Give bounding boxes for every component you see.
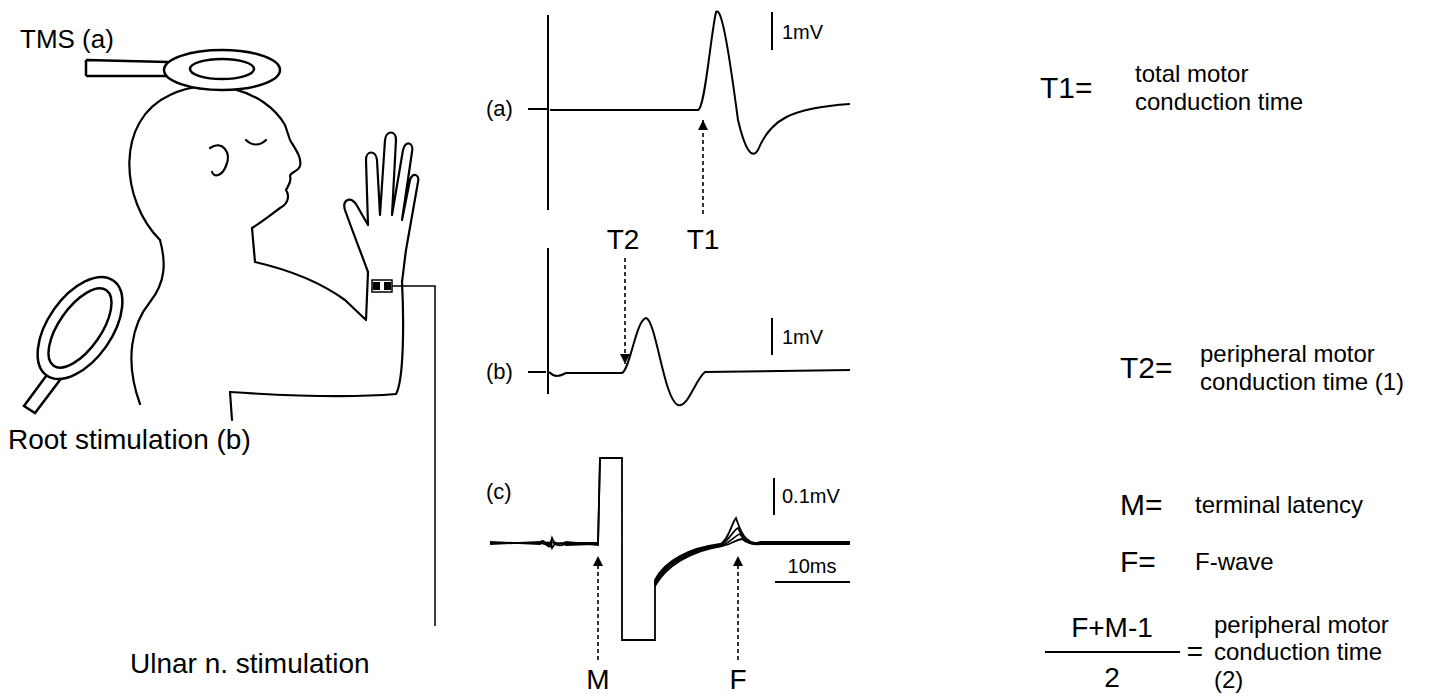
neck-front	[252, 228, 255, 262]
hand	[344, 133, 418, 283]
f-wave-trace	[490, 458, 850, 582]
term-definition: total motor conduction time	[1135, 60, 1335, 115]
scale-label: 1mV	[782, 326, 823, 349]
trace-b	[528, 248, 850, 405]
fraction-bar	[1045, 651, 1180, 653]
formula-equals: =	[1187, 636, 1203, 668]
term-symbol: M=	[1120, 488, 1163, 523]
coil-ring	[21, 262, 140, 394]
term-definition: peripheral motor conduction time (1)	[1200, 340, 1405, 395]
trace-a	[528, 11, 850, 214]
latency-arrow	[702, 120, 704, 214]
term-definition: terminal latency	[1195, 491, 1363, 519]
coil-label: TMS (a)	[20, 25, 114, 55]
time-scale-bar	[775, 581, 850, 583]
root-trace	[528, 248, 850, 405]
scale-label: 1mV	[782, 21, 823, 44]
electrode-wire	[392, 286, 435, 626]
tms-coil	[86, 50, 280, 90]
latency-marker: F	[729, 664, 746, 696]
latency-arrow	[737, 556, 739, 660]
term-symbol: T1=	[1040, 71, 1093, 106]
coil-handle	[86, 60, 168, 76]
upper-arm-top	[255, 262, 368, 320]
scale-label: 0.1mV	[782, 485, 840, 508]
latency-arrow	[597, 556, 599, 660]
trace-label: (c)	[486, 479, 512, 504]
electrode-contact	[373, 282, 380, 290]
term-symbol: F=	[1120, 545, 1156, 580]
coil-hole	[190, 59, 254, 79]
scale-bar	[771, 12, 773, 50]
scale-label: 10ms	[788, 555, 837, 578]
scale-bar	[773, 478, 775, 515]
electrode-contact	[384, 282, 391, 290]
f-wave-trace	[490, 539, 850, 586]
latency-marker: M	[586, 664, 609, 696]
trace-label: (a)	[486, 96, 513, 121]
person-illustration	[129, 86, 418, 420]
closed-eye	[246, 140, 266, 145]
ulnar-electrode	[372, 280, 435, 626]
mep-trace	[528, 11, 850, 210]
term-definition: F-wave	[1195, 548, 1274, 576]
trace-label: (b)	[486, 359, 513, 384]
root-coil	[21, 262, 140, 413]
stimulation-label: Ulnar n. stimulation	[130, 648, 370, 680]
term-definition: peripheral motor conduction time (2)	[1214, 611, 1414, 694]
coil-ring	[164, 50, 280, 90]
latency-arrow	[624, 258, 626, 364]
body-front	[230, 392, 232, 420]
latency-marker: T2	[607, 224, 640, 256]
trace-c	[490, 458, 850, 660]
latency-marker: T1	[687, 224, 720, 256]
electrode-pad	[372, 280, 392, 292]
scale-bar	[771, 318, 773, 355]
formula-numerator: F+M-1	[1071, 612, 1153, 644]
ear	[210, 145, 228, 175]
term-symbol: T2=	[1120, 351, 1173, 386]
f-wave-trace	[490, 458, 850, 640]
coil-label: Root stimulation (b)	[8, 424, 251, 456]
back-outline	[131, 240, 163, 404]
coil-hole	[36, 278, 123, 377]
arm-lower-outline	[230, 282, 403, 396]
formula-denominator: 2	[1104, 662, 1120, 694]
head-outline	[129, 86, 300, 240]
